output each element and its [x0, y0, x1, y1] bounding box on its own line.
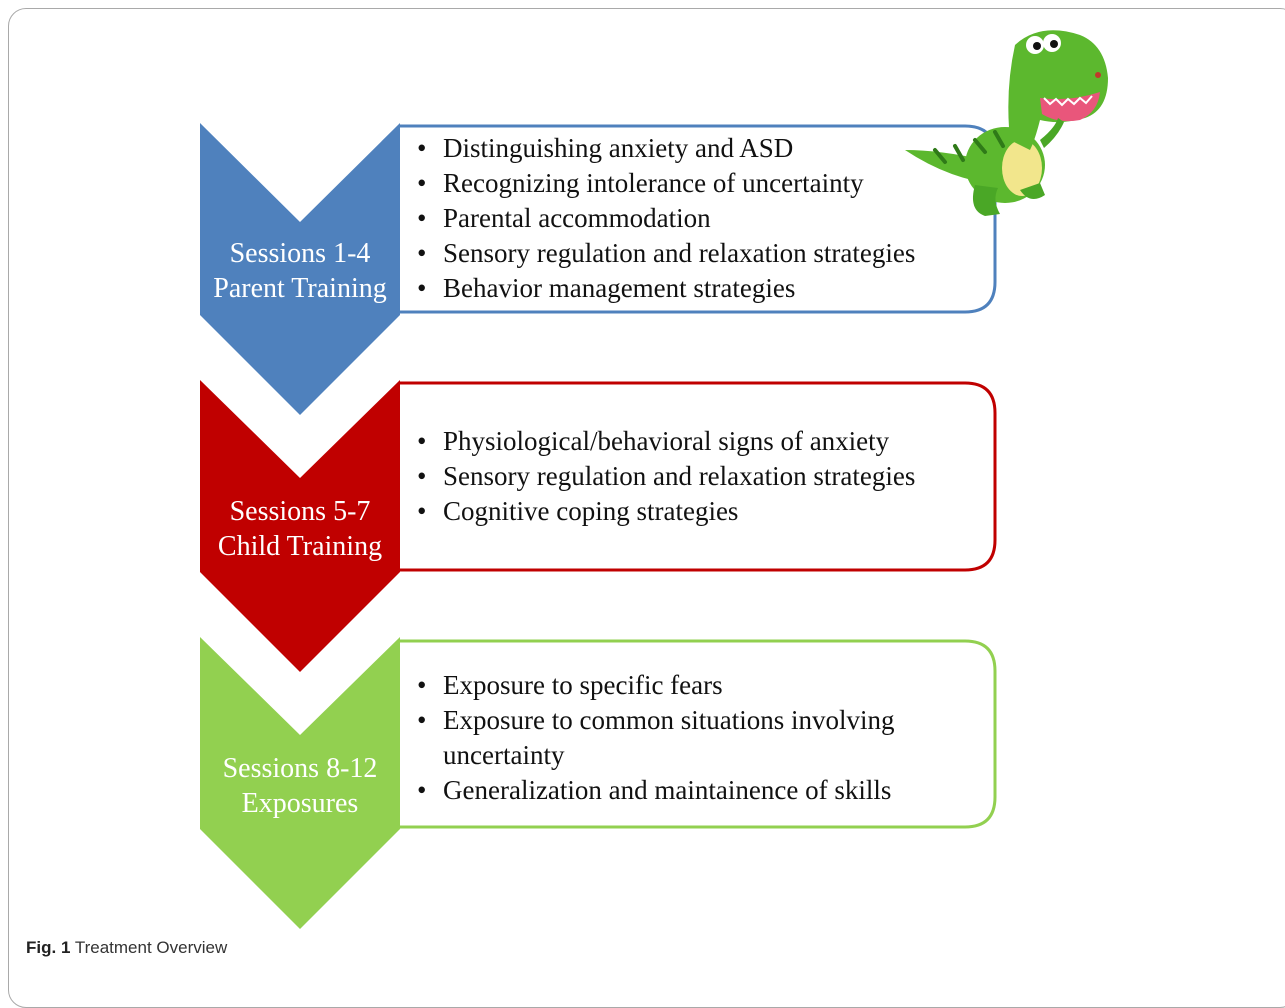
- dinosaur-icon: [905, 30, 1108, 216]
- list-item: Sensory regulation and relaxation strate…: [415, 459, 915, 494]
- stage-label-parent: Sessions 1-4 Parent Training: [200, 236, 400, 306]
- stage-label-child: Sessions 5-7 Child Training: [200, 494, 400, 564]
- stage-sessions-parent: Sessions 1-4: [229, 238, 371, 269]
- chevron-parent-training: [200, 123, 400, 415]
- stage-sessions-child: Sessions 5-7: [229, 496, 371, 527]
- list-item: Exposure to specific fears: [415, 668, 953, 703]
- list-item: Sensory regulation and relaxation strate…: [415, 236, 915, 271]
- list-item: Physiological/behavioral signs of anxiet…: [415, 424, 915, 459]
- stage-label-exposures: Sessions 8-12 Exposures: [200, 751, 400, 821]
- list-item: Generalization and maintainence of skill…: [415, 773, 953, 808]
- stage-title-child: Child Training: [217, 531, 383, 562]
- figure-caption: Fig. 1 Treatment Overview: [26, 938, 227, 958]
- stage-title-exposures: Exposures: [241, 788, 359, 819]
- exposures-list: Exposure to specific fears Exposure to c…: [415, 668, 953, 808]
- chevron-child-training: [200, 380, 400, 672]
- stage-sessions-exposures: Sessions 8-12: [222, 753, 378, 784]
- list-item: Cognitive coping strategies: [415, 494, 915, 529]
- child-training-list: Physiological/behavioral signs of anxiet…: [415, 424, 915, 529]
- stage-title-parent: Parent Training: [213, 273, 387, 304]
- list-item: Parental accommodation: [415, 201, 915, 236]
- list-item: Exposure to common situations involving …: [415, 703, 953, 773]
- list-item: Recognizing intolerance of uncertainty: [415, 166, 915, 201]
- figure-caption-text: Treatment Overview: [74, 938, 228, 957]
- list-item: Behavior management strategies: [415, 271, 915, 306]
- chevron-exposures: [200, 637, 400, 929]
- parent-training-list: Distinguishing anxiety and ASD Recognizi…: [415, 131, 915, 306]
- list-item: Distinguishing anxiety and ASD: [415, 131, 915, 166]
- figure-caption-label: Fig. 1: [26, 938, 71, 957]
